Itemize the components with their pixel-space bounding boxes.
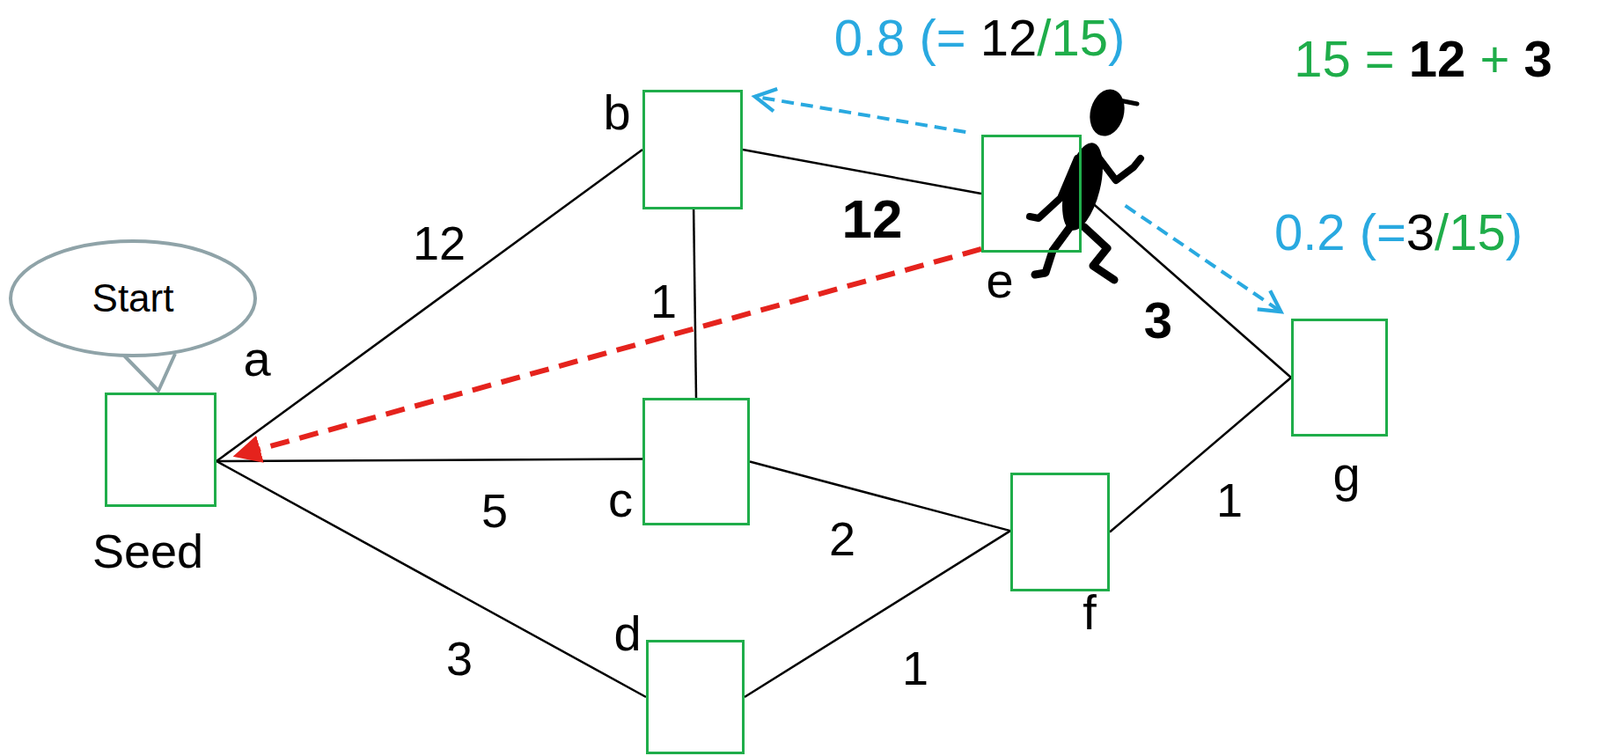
- text-part: +: [1465, 29, 1524, 88]
- bubble-outline: [8, 239, 257, 358]
- graph-edge: [216, 459, 643, 462]
- edge-weight: 12: [838, 187, 907, 250]
- text-part: ): [1505, 203, 1523, 261]
- edge-weight: 2: [825, 511, 859, 566]
- graph-node: b: [642, 89, 743, 210]
- graph-node: f: [1010, 472, 1110, 592]
- probability-label: 0.8 (= 12/15): [830, 8, 1130, 68]
- graph-edge: [1081, 193, 1292, 378]
- probability-label: 0.2 (=3/15): [1270, 203, 1527, 263]
- edge-weight: 12: [409, 215, 470, 271]
- walk-arrow: [1125, 205, 1282, 312]
- graph-edge: [744, 530, 1011, 698]
- bubble-ellipse: [10, 241, 256, 356]
- graph-edge: [216, 461, 646, 698]
- text-part: 12: [1409, 29, 1467, 88]
- graph-edge: [216, 149, 643, 462]
- text-part: ): [1108, 8, 1125, 67]
- text-part: 15 =: [1293, 29, 1410, 88]
- edge-weight: 3: [442, 631, 477, 686]
- node-letter: a: [242, 330, 271, 388]
- text-part: 0.8 (=: [834, 8, 981, 67]
- bubble-text: Start: [92, 276, 175, 322]
- edge-weight: 3: [1140, 291, 1176, 351]
- graph-edge: [749, 462, 1011, 532]
- walk-arrow: [234, 249, 982, 456]
- node-letter: b: [602, 84, 631, 141]
- graph-node: aSeed: [104, 392, 217, 507]
- graph-node: d: [645, 639, 745, 755]
- edge-weight: 1: [898, 640, 933, 696]
- node-caption: Seed: [92, 523, 204, 579]
- edge-weight: 1: [1212, 472, 1247, 528]
- text-part: 3: [1523, 29, 1552, 88]
- edge-weight: 1: [646, 273, 681, 329]
- text-part: 12: [980, 8, 1038, 67]
- sum-note: 15 = 12 + 3: [1290, 29, 1556, 89]
- text-part: /15: [1036, 8, 1109, 67]
- edge-weight: 5: [477, 483, 512, 538]
- node-letter: f: [1082, 584, 1097, 641]
- graph-node: g: [1291, 318, 1388, 437]
- graph-node: e: [981, 134, 1082, 253]
- graph-edge: [1109, 377, 1292, 533]
- graph-edge: [742, 149, 982, 194]
- node-letter: d: [613, 605, 641, 662]
- graph-node: c: [642, 397, 750, 526]
- node-letter: c: [608, 471, 633, 529]
- graph-edge: [693, 209, 697, 398]
- text-part: 0.2 (=: [1274, 203, 1407, 261]
- text-part: /15: [1434, 203, 1506, 261]
- node-letter: g: [1332, 446, 1360, 503]
- walker-figure: [1029, 85, 1141, 280]
- start-bubble: Start: [8, 239, 257, 358]
- walk-arrow: [755, 96, 966, 133]
- node-letter: e: [985, 252, 1013, 309]
- text-part: 3: [1406, 203, 1435, 261]
- bubble-tail: [124, 353, 176, 391]
